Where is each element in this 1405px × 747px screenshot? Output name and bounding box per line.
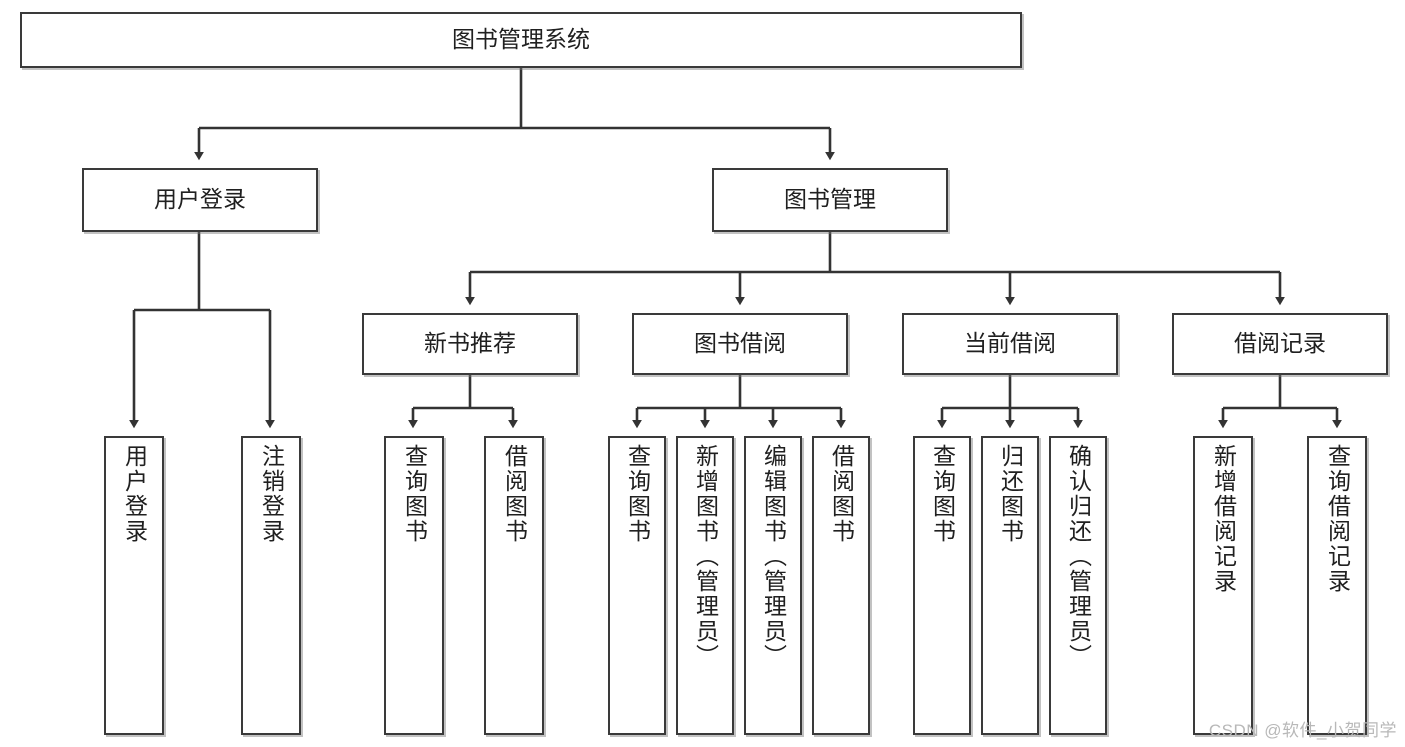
node-leaf-edit-book-label: 编辑图书（管理员） [760, 444, 787, 669]
node-leaf-confirm-return-label: 确认归还（管理员） [1065, 444, 1092, 669]
node-user-login-label: 用户登录 [154, 186, 246, 213]
node-leaf-edit-book[interactable]: 编辑图书（管理员） [744, 436, 802, 735]
node-new-book-recommend[interactable]: 新书推荐 [362, 313, 578, 375]
node-leaf-query-record[interactable]: 查询借阅记录 [1307, 436, 1367, 735]
node-user-login[interactable]: 用户登录 [82, 168, 318, 232]
node-leaf-confirm-return[interactable]: 确认归还（管理员） [1049, 436, 1107, 735]
node-leaf-user-login[interactable]: 用户登录 [104, 436, 164, 735]
node-book-manage-label: 图书管理 [784, 186, 876, 213]
csdn-watermark: CSDN @软件_小贺同学 [1208, 721, 1397, 740]
node-book-borrow-label: 图书借阅 [694, 330, 786, 357]
node-leaf-borrow-book-2-label: 借阅图书 [828, 444, 855, 544]
node-leaf-query-book-2-label: 查询图书 [624, 444, 651, 544]
node-leaf-add-book-label: 新增图书（管理员） [692, 444, 719, 669]
node-leaf-return-book-label: 归还图书 [997, 444, 1024, 544]
node-leaf-borrow-book-1[interactable]: 借阅图书 [484, 436, 544, 735]
node-leaf-logout-label: 注销登录 [258, 444, 285, 544]
node-leaf-return-book[interactable]: 归还图书 [981, 436, 1039, 735]
node-leaf-borrow-book-1-label: 借阅图书 [501, 444, 528, 544]
node-leaf-user-login-label: 用户登录 [121, 444, 148, 544]
node-root-label: 图书管理系统 [452, 26, 590, 53]
node-root[interactable]: 图书管理系统 [20, 12, 1022, 68]
node-leaf-add-record[interactable]: 新增借阅记录 [1193, 436, 1253, 735]
node-leaf-borrow-book-2[interactable]: 借阅图书 [812, 436, 870, 735]
node-leaf-add-record-label: 新增借阅记录 [1210, 444, 1237, 594]
node-current-borrow-label: 当前借阅 [964, 330, 1056, 357]
node-book-borrow[interactable]: 图书借阅 [632, 313, 848, 375]
node-book-manage[interactable]: 图书管理 [712, 168, 948, 232]
node-leaf-add-book[interactable]: 新增图书（管理员） [676, 436, 734, 735]
node-current-borrow[interactable]: 当前借阅 [902, 313, 1118, 375]
node-borrow-record-label: 借阅记录 [1234, 330, 1326, 357]
node-leaf-logout[interactable]: 注销登录 [241, 436, 301, 735]
node-new-book-recommend-label: 新书推荐 [424, 330, 516, 357]
node-leaf-query-book-1-label: 查询图书 [401, 444, 428, 544]
node-leaf-query-book-1[interactable]: 查询图书 [384, 436, 444, 735]
node-leaf-query-book-2[interactable]: 查询图书 [608, 436, 666, 735]
node-leaf-query-book-3[interactable]: 查询图书 [913, 436, 971, 735]
node-borrow-record[interactable]: 借阅记录 [1172, 313, 1388, 375]
node-leaf-query-record-label: 查询借阅记录 [1324, 444, 1351, 594]
node-leaf-query-book-3-label: 查询图书 [929, 444, 956, 544]
